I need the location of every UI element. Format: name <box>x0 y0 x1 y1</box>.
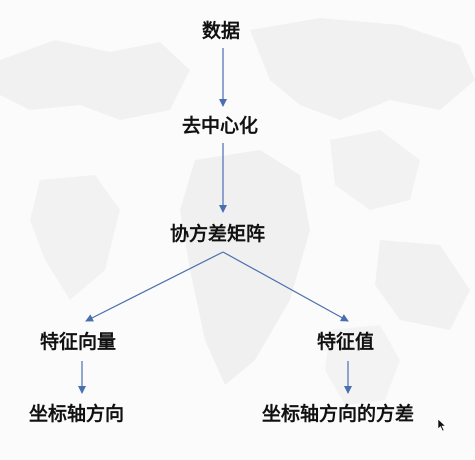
node-centering: 去中心化 <box>182 115 259 137</box>
node-axis-direction: 坐标轴方向 <box>29 403 125 425</box>
node-axis-direction-variance: 坐标轴方向的方差 <box>262 403 415 425</box>
edge-covariance-to-eigenvector <box>85 251 224 322</box>
node-eigenvalue: 特征值 <box>317 331 375 353</box>
node-covariance-matrix: 协方差矩阵 <box>170 223 266 245</box>
mouse-pointer-icon <box>437 418 447 432</box>
node-data: 数据 <box>202 20 241 42</box>
node-eigenvector: 特征向量 <box>40 331 117 353</box>
edge-covariance-to-eigenvalue <box>222 251 349 322</box>
